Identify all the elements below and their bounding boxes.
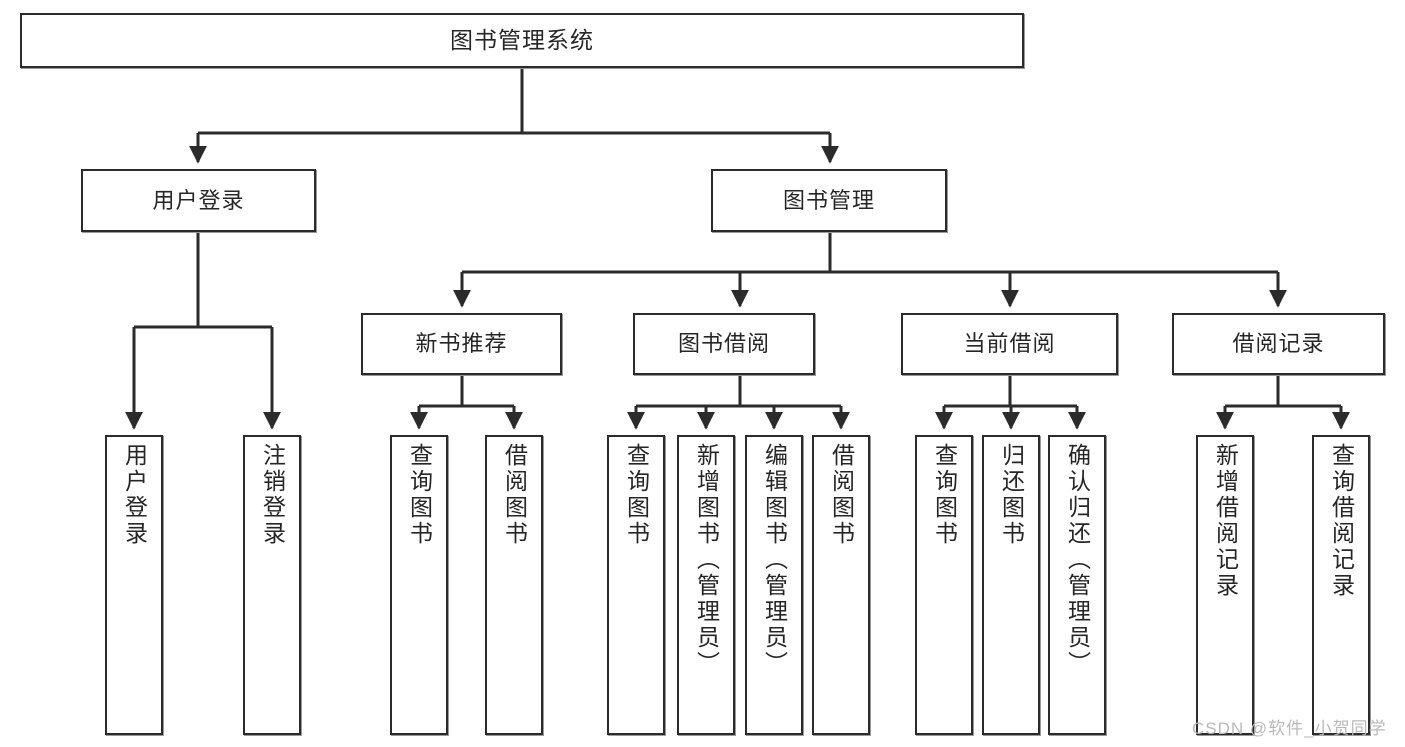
node-leaf-query-borrow-record[interactable]: 查询借阅记录 [1312,435,1370,735]
csdn-watermark: CSDN @软件_小贺同学 [1192,719,1387,738]
node-leaf-add-book-admin[interactable]: 新增图书（管理员） [677,435,735,735]
node-borrow-record[interactable]: 借阅记录 [1172,313,1385,375]
node-leaf-confirm-return-admin[interactable]: 确认归还（管理员） [1048,435,1106,735]
node-leaf-edit-book-admin-label: 编辑图书（管理员） [761,443,788,677]
node-leaf-return-book-label: 归还图书 [998,443,1025,547]
node-root[interactable]: 图书管理系统 [20,13,1024,68]
node-leaf-user-login[interactable]: 用户登录 [105,435,163,735]
node-current-borrow-label: 当前借阅 [963,331,1056,357]
node-leaf-recommend-query-book-label: 查询图书 [406,443,433,547]
node-leaf-borrow-query-book-label: 查询图书 [623,443,650,547]
node-current-borrow[interactable]: 当前借阅 [901,313,1118,375]
node-leaf-recommend-borrow-book[interactable]: 借阅图书 [485,435,543,735]
node-leaf-recommend-borrow-book-label: 借阅图书 [501,443,528,547]
node-leaf-borrow-book[interactable]: 借阅图书 [812,435,870,735]
node-leaf-user-login-label: 用户登录 [121,443,148,547]
node-new-book-recommend[interactable]: 新书推荐 [361,313,562,375]
node-leaf-return-book[interactable]: 归还图书 [982,435,1040,735]
node-leaf-borrow-query-book[interactable]: 查询图书 [607,435,665,735]
node-book-management-label: 图书管理 [782,187,875,213]
node-leaf-borrow-book-label: 借阅图书 [828,443,855,547]
node-book-management[interactable]: 图书管理 [711,169,947,232]
node-new-book-recommend-label: 新书推荐 [415,331,508,357]
node-leaf-edit-book-admin[interactable]: 编辑图书（管理员） [745,435,803,735]
node-user-login-label: 用户登录 [152,187,245,213]
node-user-login[interactable]: 用户登录 [81,169,316,232]
node-leaf-logout-label: 注销登录 [259,443,286,547]
node-root-label: 图书管理系统 [450,27,594,54]
node-leaf-current-query-book[interactable]: 查询图书 [915,435,973,735]
node-leaf-logout[interactable]: 注销登录 [243,435,301,735]
node-book-borrow-label: 图书借阅 [677,331,770,357]
node-leaf-current-query-book-label: 查询图书 [931,443,958,547]
node-leaf-add-borrow-record[interactable]: 新增借阅记录 [1196,435,1254,735]
node-leaf-query-borrow-record-label: 查询借阅记录 [1328,443,1355,599]
node-book-borrow[interactable]: 图书借阅 [633,313,815,375]
node-leaf-confirm-return-admin-label: 确认归还（管理员） [1064,443,1091,677]
node-leaf-add-borrow-record-label: 新增借阅记录 [1212,443,1239,599]
node-leaf-recommend-query-book[interactable]: 查询图书 [390,435,448,735]
node-leaf-add-book-admin-label: 新增图书（管理员） [693,443,720,677]
node-borrow-record-label: 借阅记录 [1232,331,1325,357]
